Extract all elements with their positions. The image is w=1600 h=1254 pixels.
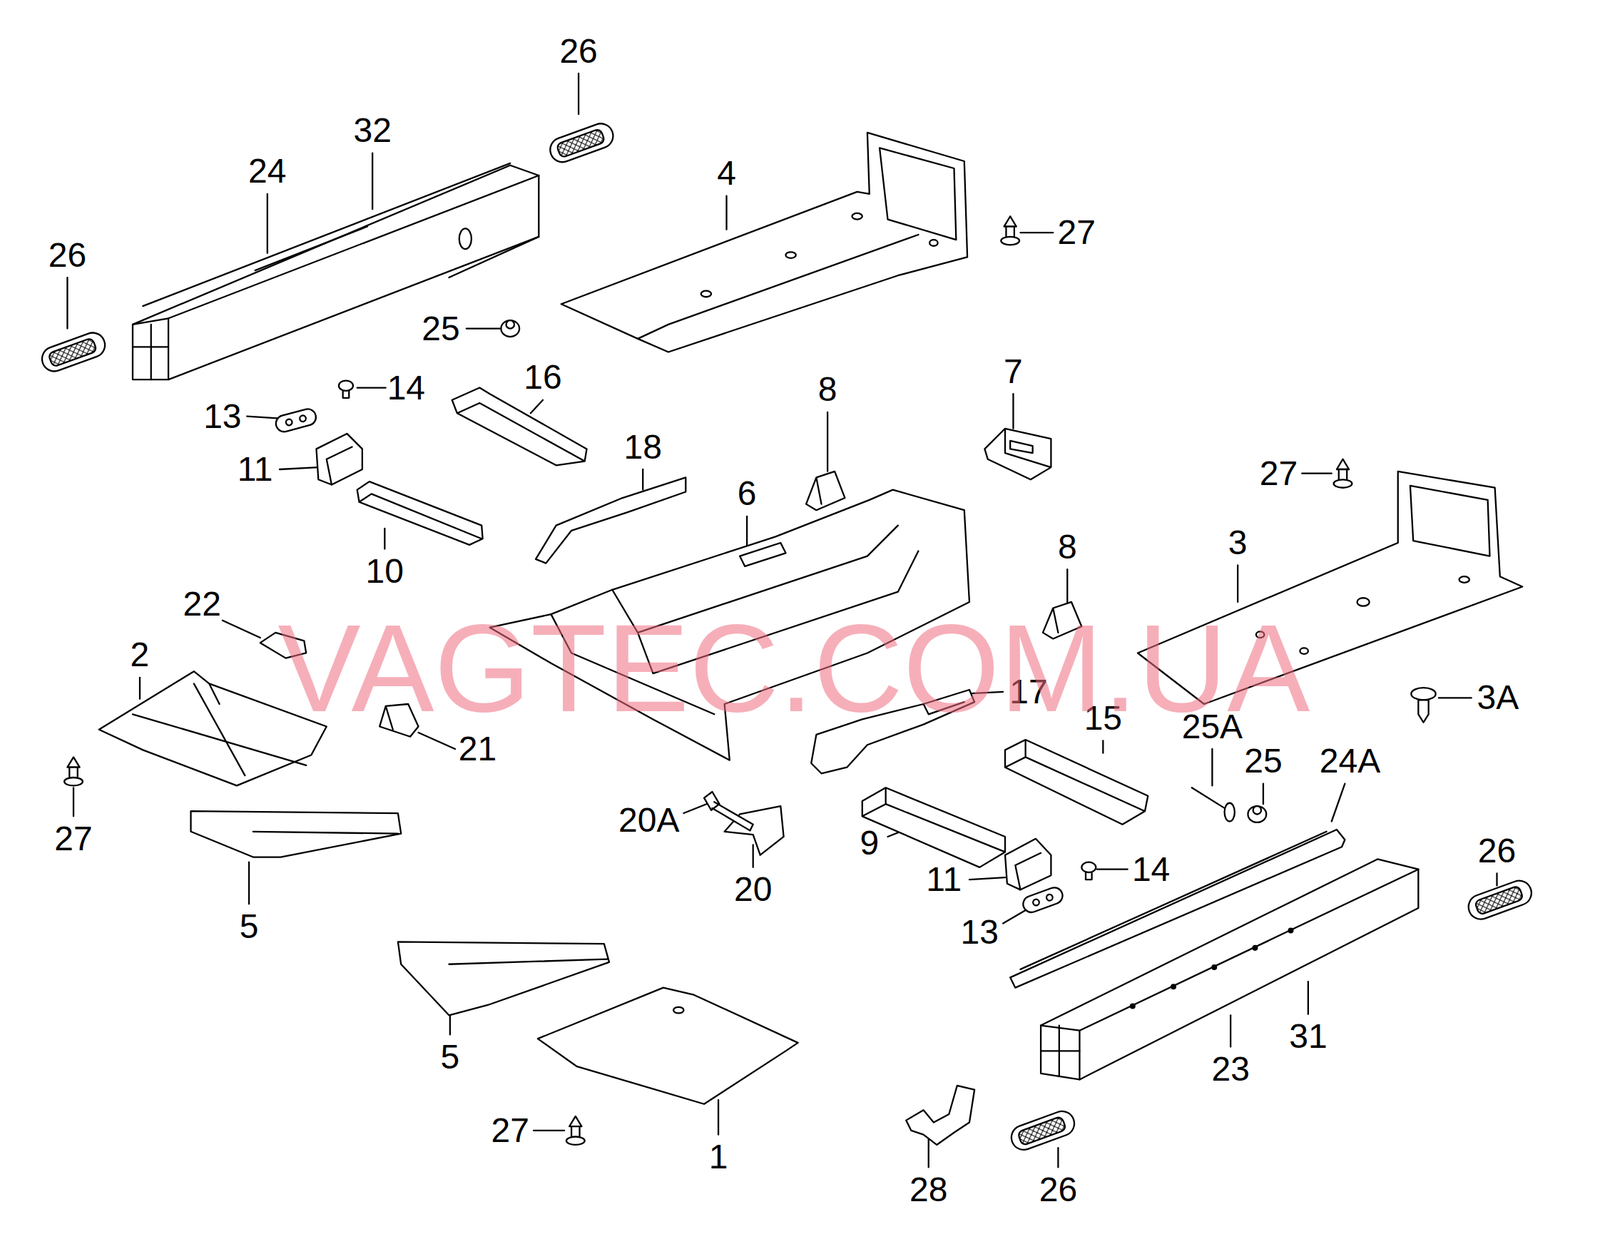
callout-number: 14 bbox=[387, 370, 426, 406]
callout-number: 3A bbox=[1477, 680, 1520, 715]
callout-number: 27 bbox=[1259, 456, 1298, 491]
callout-number: 24A bbox=[1319, 744, 1381, 779]
reinforcement bbox=[357, 481, 483, 545]
sill-left bbox=[132, 163, 539, 380]
clip bbox=[1410, 687, 1436, 723]
reinforcement bbox=[452, 388, 588, 466]
hole bbox=[673, 1007, 684, 1014]
callout-number: 28 bbox=[909, 1172, 948, 1207]
callout-number: 5 bbox=[239, 909, 259, 944]
callout-number: 24 bbox=[248, 154, 287, 189]
callout-number: 23 bbox=[1211, 1052, 1250, 1087]
callout-number: 31 bbox=[1288, 1019, 1327, 1054]
rivet bbox=[1224, 803, 1235, 822]
callout-number: 26 bbox=[48, 238, 87, 273]
bracket bbox=[984, 428, 1051, 481]
callout-number: 32 bbox=[353, 113, 391, 148]
callout-number: 1 bbox=[709, 1139, 729, 1175]
watermark: VAGTEC.COM.UA bbox=[277, 606, 1310, 731]
callout-number: 26 bbox=[1039, 1172, 1078, 1207]
callout-number: 8 bbox=[1057, 530, 1078, 565]
floor-panel bbox=[561, 132, 968, 353]
callout-number: 27 bbox=[54, 821, 93, 856]
clip-bracket bbox=[905, 1085, 975, 1145]
leader-lines bbox=[67, 73, 1497, 1168]
callout-number: 4 bbox=[716, 156, 737, 191]
step-pad bbox=[38, 119, 1536, 1153]
callout-number: 11 bbox=[237, 452, 274, 487]
bolt bbox=[704, 791, 754, 831]
reinforcement bbox=[1005, 739, 1148, 825]
callout-number: 25 bbox=[421, 311, 460, 346]
trim bbox=[398, 941, 610, 1016]
callout-number: 10 bbox=[365, 554, 404, 589]
callout-number: 16 bbox=[523, 360, 562, 395]
callout-number: 14 bbox=[1132, 852, 1170, 887]
callout-number: 22 bbox=[183, 587, 222, 622]
callout-number: 6 bbox=[737, 476, 757, 511]
callout-number: 18 bbox=[624, 430, 662, 465]
reinforcement bbox=[862, 787, 1006, 868]
callout-number: 13 bbox=[960, 915, 999, 950]
callout-number: 13 bbox=[203, 399, 242, 434]
callout-number: 8 bbox=[818, 372, 838, 407]
reinforcement bbox=[535, 477, 686, 563]
callout-number: 21 bbox=[458, 731, 497, 767]
sill-right bbox=[1040, 858, 1419, 1080]
callout-number: 20 bbox=[734, 872, 772, 907]
callout-number: 26 bbox=[1478, 833, 1516, 869]
bracket bbox=[806, 471, 845, 511]
trim bbox=[191, 811, 402, 857]
callout-number: 7 bbox=[1003, 354, 1023, 389]
callout-number: 5 bbox=[440, 1040, 460, 1075]
callout-number: 25 bbox=[1244, 744, 1282, 779]
floor-panel bbox=[537, 987, 799, 1105]
rivet bbox=[1191, 787, 1225, 809]
callout-number: 27 bbox=[1057, 215, 1095, 250]
callout-number: 20A bbox=[618, 803, 680, 838]
callout-number: 27 bbox=[491, 1113, 530, 1148]
callout-number: 2 bbox=[130, 637, 150, 672]
callout-number: 26 bbox=[559, 34, 598, 69]
callout-number: 11 bbox=[925, 862, 962, 897]
callout-number: 9 bbox=[859, 826, 879, 861]
callout-number: 3 bbox=[1228, 525, 1248, 560]
